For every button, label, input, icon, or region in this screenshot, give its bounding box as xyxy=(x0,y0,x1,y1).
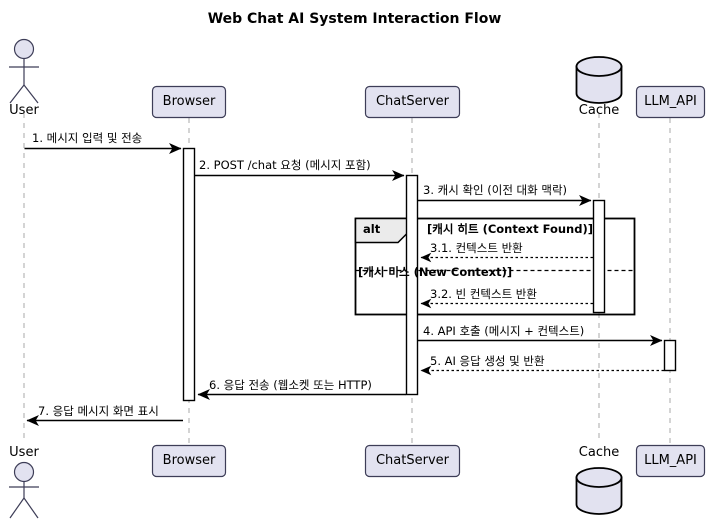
alt-fragment-guard-1: [캐시 히트 (Context Found)] xyxy=(427,222,593,236)
message-label-7: 7. 응답 메시지 화면 표시 xyxy=(38,404,159,418)
participant-box-browser-top xyxy=(151,85,227,119)
participant-label-llm-top: LLM_API xyxy=(644,94,697,109)
message-label-2: 2. POST /chat 요청 (메시지 포함) xyxy=(199,158,371,172)
participant-box-chatserver-bottom xyxy=(364,444,461,478)
message-arrows xyxy=(24,142,664,427)
participant-box-chatserver-top xyxy=(364,85,461,119)
alt-fragment xyxy=(354,217,636,316)
activation-cache xyxy=(592,199,606,314)
activation-chatserver xyxy=(405,174,419,396)
activation-bars xyxy=(182,147,677,402)
alt-fragment-border xyxy=(354,217,636,316)
participant-boxes-top xyxy=(151,85,706,119)
participant-box-llm-bottom xyxy=(635,444,706,478)
participant-box-browser-bottom xyxy=(151,444,227,478)
participant-label-browser-bottom: Browser xyxy=(162,453,216,468)
message-label-3-2: 3.2. 빈 컨텍스트 반환 xyxy=(430,287,537,301)
message-label-3: 3. 캐시 확인 (이전 대화 맥락) xyxy=(423,183,568,197)
page-title: Web Chat AI System Interaction Flow xyxy=(207,11,502,27)
participant-label-browser-top: Browser xyxy=(162,94,216,109)
database-cache-top xyxy=(575,56,623,104)
participant-label-user-bottom: User xyxy=(9,445,39,460)
database-cache-bottom xyxy=(575,467,623,515)
alt-fragment-guard-2: [캐시 미스 (New Context)] xyxy=(358,265,513,279)
actor-user-bottom xyxy=(9,461,39,519)
message-label-1: 1. 메시지 입력 및 전송 xyxy=(32,131,143,145)
alt-fragment-operator-label: alt xyxy=(363,222,381,236)
participant-box-llm-top xyxy=(635,85,706,119)
actor-user-top xyxy=(9,38,39,104)
activation-llm xyxy=(663,339,677,372)
message-label-3-1: 3.1. 컨텍스트 반환 xyxy=(430,241,523,255)
participant-boxes-bottom xyxy=(151,444,706,478)
message-label-4: 4. API 호출 (메시지 + 컨텍스트) xyxy=(423,324,585,338)
activation-browser xyxy=(182,147,196,402)
message-label-5: 5. AI 응답 생성 및 반환 xyxy=(430,354,545,368)
participant-label-user-top: User xyxy=(9,103,39,118)
participant-label-cache-top: Cache xyxy=(578,103,620,118)
alt-fragment-label-tab xyxy=(354,217,410,244)
participant-label-chatserver-bottom: ChatServer xyxy=(375,453,449,468)
participant-label-cache-bottom: Cache xyxy=(578,445,620,460)
message-label-6: 6. 응답 전송 (웹소켓 또는 HTTP) xyxy=(209,378,372,392)
participant-label-chatserver-top: ChatServer xyxy=(375,94,449,109)
participant-label-llm-bottom: LLM_API xyxy=(644,453,697,468)
